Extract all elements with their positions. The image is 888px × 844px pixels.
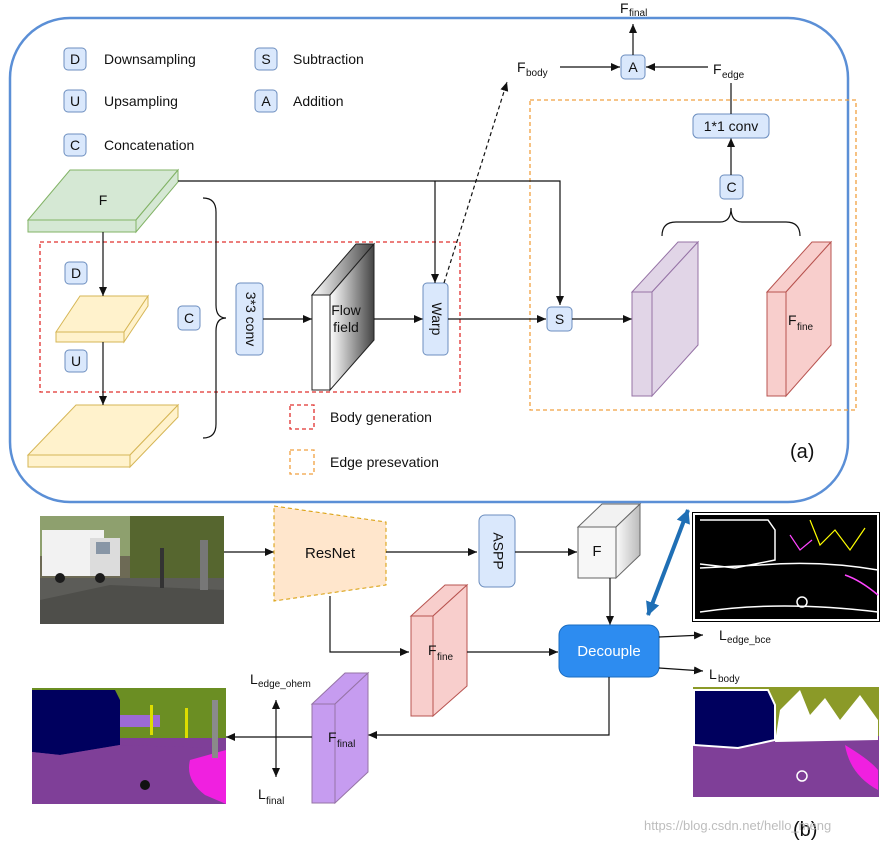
body-generation-label: Body generation <box>330 409 432 425</box>
flow-field-label-2: field <box>333 319 359 335</box>
feature-final-main: F <box>328 729 337 745</box>
downsampling-box-label: D <box>71 265 81 281</box>
legend-label-concatenation: Concatenation <box>104 137 194 153</box>
aspp-box <box>478 514 516 588</box>
body-generation-swatch <box>289 404 315 430</box>
f-final-top-main: F <box>620 0 629 16</box>
feature-f-label: F <box>99 192 108 208</box>
decouple-label: Decouple <box>577 643 640 660</box>
f-edge-sub: edge <box>722 70 745 81</box>
conv3x3-label: 3*3 conv <box>243 292 259 346</box>
output-segmentation <box>32 688 226 804</box>
concat-brace <box>202 197 227 439</box>
f-final-top-sub: final <box>629 8 647 19</box>
downsampled-slab <box>55 294 149 344</box>
edge-map-image <box>692 512 880 622</box>
upsampled-slab <box>26 403 180 469</box>
resnet-label: ResNet <box>305 545 356 562</box>
panel-a-label: (a) <box>790 441 814 463</box>
concat-box-label: C <box>184 310 194 326</box>
l-edge-ohem-main: L <box>250 671 258 687</box>
legend-label-addition: Addition <box>293 93 344 109</box>
legend-key-d: D <box>70 51 80 67</box>
flow-field-label-1: Flow <box>331 302 361 318</box>
correspondence-double-arrow <box>646 509 690 616</box>
warp-label: Warp <box>429 303 445 336</box>
l-edge-ohem-sub: edge_ohem <box>258 679 311 690</box>
conv1x1-label: 1*1 conv <box>704 118 758 134</box>
edge-preservation-swatch <box>289 449 315 475</box>
resnet-block <box>273 505 387 602</box>
concat-box <box>177 305 201 331</box>
panel-a-border <box>8 16 850 504</box>
legend-key-a: A <box>261 93 271 109</box>
residual-edge-block <box>630 240 700 398</box>
upsampling-box-label: U <box>71 353 81 369</box>
legend-label-subtraction: Subtraction <box>293 51 364 67</box>
feature-f-slab: F <box>26 168 180 234</box>
l-edge-bce-main: L <box>719 627 727 643</box>
feature-fine-b-sub: fine <box>437 652 454 663</box>
f-body-main: F <box>517 59 526 75</box>
feature-final-sub: final <box>337 739 355 750</box>
body-generation-region <box>39 241 461 393</box>
edge-preservation-label: Edge presevation <box>330 454 439 470</box>
l-body-main: L <box>709 666 717 682</box>
feature-final-block: F final <box>310 671 370 805</box>
legend-key-c: C <box>70 137 80 153</box>
l-edge-bce-sub: edge_bce <box>727 635 771 646</box>
feature-fine-main: F <box>788 312 797 328</box>
flow-field-block: Flow field <box>310 242 376 392</box>
legend-label-upsampling: Upsampling <box>104 93 178 109</box>
addition-box-label: A <box>628 59 638 75</box>
subtraction-box-label: S <box>555 311 564 327</box>
l-body-sub: body <box>718 674 740 685</box>
downsampling-box <box>64 261 88 285</box>
f-body-sub: body <box>526 68 548 79</box>
body-map-image <box>691 685 881 799</box>
l-final-sub: final <box>266 796 284 807</box>
f-edge-main: F <box>713 61 722 77</box>
feature-f-cube-label: F <box>592 543 601 560</box>
concat-top-label: C <box>726 179 736 195</box>
feature-fine-sub: fine <box>797 322 814 333</box>
edge-brace <box>661 207 801 237</box>
upsampling-box <box>64 349 88 373</box>
feature-fine-b-block: F fine <box>409 583 469 718</box>
aspp-label: ASPP <box>490 532 506 569</box>
edge-preservation-region <box>529 99 857 411</box>
input-image <box>40 516 224 624</box>
feature-f-cube: F <box>576 502 642 580</box>
legend-label-downsampling: Downsampling <box>104 51 196 67</box>
legend-key-s: S <box>261 51 270 67</box>
feature-fine-b-main: F <box>428 642 437 658</box>
panel-b-label: (b) <box>793 819 817 841</box>
feature-fine-block: F fine <box>765 240 833 398</box>
legend: D Downsampling U Upsampling C Concatenat… <box>63 47 364 157</box>
legend-key-u: U <box>70 93 80 109</box>
watermark: https://blog.csdn.net/hello_meng <box>644 818 831 833</box>
l-final-main: L <box>258 786 266 802</box>
